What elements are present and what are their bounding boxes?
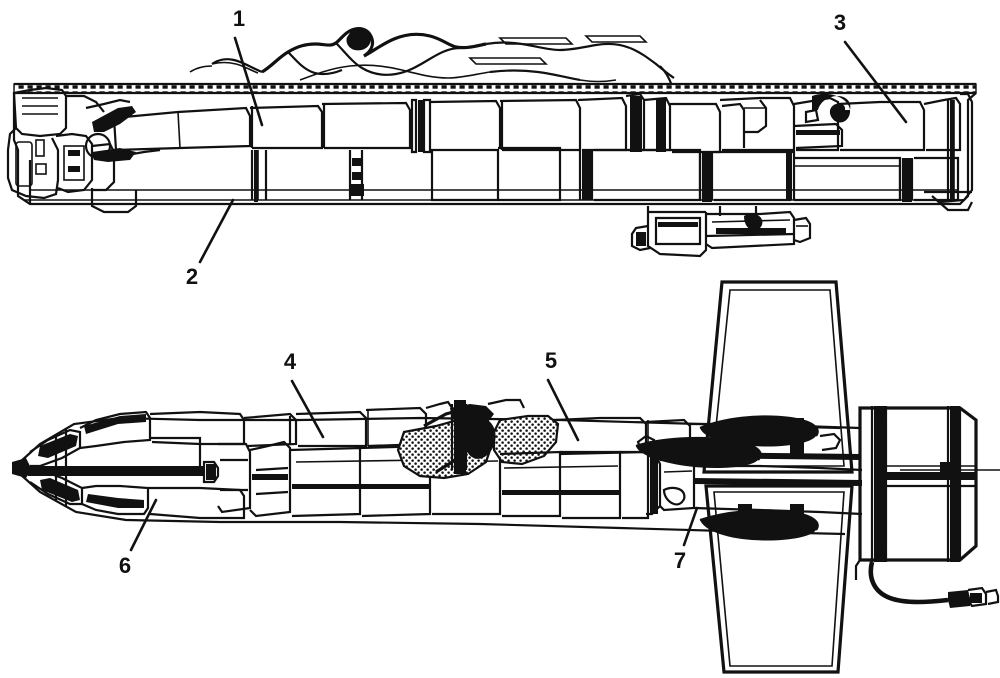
upper-right-section: [714, 92, 974, 212]
upper-lower-pod: [630, 206, 812, 258]
upper-hook-assembly: [721, 93, 851, 150]
callout-3[interactable]: 3: [834, 10, 908, 124]
upper-cable-bundle: [189, 26, 675, 87]
callout-4-label: 4: [284, 349, 297, 374]
callout-6-leader: [129, 498, 158, 552]
callout-layer: 1 2 3 4 5 6: [119, 6, 908, 578]
upper-internal-bulkheads: [250, 92, 722, 202]
callout-7-leader: [682, 506, 699, 547]
lower-rear-module: [854, 406, 1000, 580]
callout-5[interactable]: 5: [545, 348, 580, 442]
lower-trailing-cable: [868, 561, 1000, 608]
callout-7-label: 7: [674, 548, 686, 573]
callout-7[interactable]: 7: [674, 506, 699, 573]
callout-3-label: 3: [834, 10, 846, 35]
callout-2-leader: [198, 198, 235, 264]
callout-2[interactable]: 2: [186, 198, 235, 289]
upper-assembly-view: [6, 26, 977, 258]
upper-top-rail: [13, 82, 977, 95]
callout-3-leader: [843, 40, 908, 124]
callout-5-label: 5: [545, 348, 557, 373]
lower-assembly-view: [12, 280, 1000, 674]
callout-6-label: 6: [119, 553, 131, 578]
callout-5-leader: [546, 378, 580, 442]
callout-6[interactable]: 6: [119, 498, 158, 578]
upper-left-panel: [112, 101, 412, 152]
callout-2-label: 2: [186, 264, 198, 289]
callout-4-leader: [290, 379, 325, 439]
lower-nose-assembly: [12, 410, 246, 520]
lower-propeller-blades: [635, 415, 842, 541]
callout-1-label: 1: [233, 6, 245, 31]
callout-1[interactable]: 1: [233, 6, 264, 127]
lower-stipple-cutaway: [396, 398, 560, 480]
lower-tail-fins: [702, 280, 854, 674]
callout-1-leader: [233, 36, 264, 127]
callout-4[interactable]: 4: [284, 349, 325, 439]
